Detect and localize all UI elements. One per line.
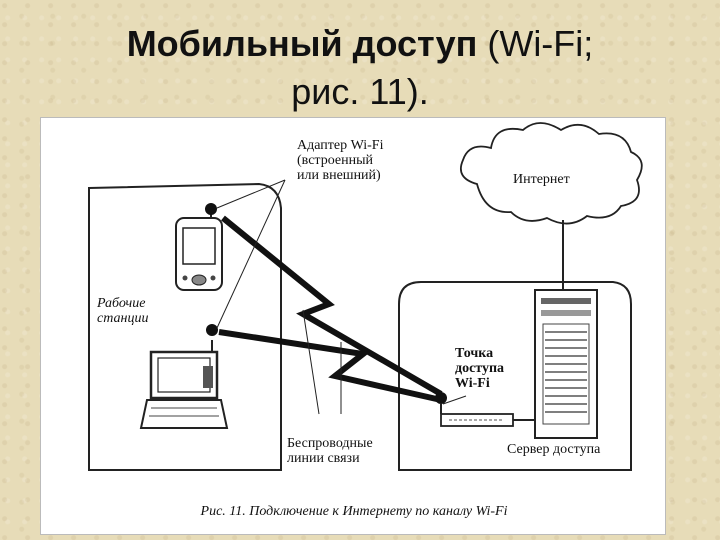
laptop-device [139, 324, 229, 429]
label-adapter: Адаптер Wi-Fi (встроенный или внешний) [297, 138, 384, 183]
slide-title-bold: Мобильный доступ [126, 23, 478, 64]
diagram-figure: Адаптер Wi-Fi (встроенный или внешний) И… [40, 117, 666, 535]
slide-title: Мобильный доступ (Wi-Fi; рис. 11). [0, 20, 720, 116]
label-access-point: Точка доступа Wi-Fi [455, 346, 505, 391]
label-workstations: Рабочие станции [97, 296, 149, 326]
slide-title-line1: (Wi-Fi; [477, 23, 594, 64]
workstations-room [88, 182, 282, 471]
wireless-link-laptop [218, 329, 442, 403]
wireless-link-pda [221, 215, 443, 397]
wireless-leader-1 [302, 309, 320, 415]
label-wireless-links: Беспроводные линии связи [287, 436, 373, 466]
server-tower [534, 289, 598, 439]
label-access-server: Сервер доступа [507, 442, 601, 457]
pda-device [175, 203, 223, 291]
access-point-device [435, 392, 535, 427]
slide-title-line2: рис. 11). [291, 71, 429, 112]
adapter-leader-2 [216, 179, 286, 329]
ap-leader [442, 395, 467, 405]
diagram-drawing [88, 122, 643, 471]
internet-cloud [459, 122, 643, 225]
adapter-leader-1 [216, 179, 286, 209]
figure-caption: Рис. 11. Подключение к Интернету по кана… [200, 504, 508, 519]
label-internet: Интернет [513, 172, 570, 187]
